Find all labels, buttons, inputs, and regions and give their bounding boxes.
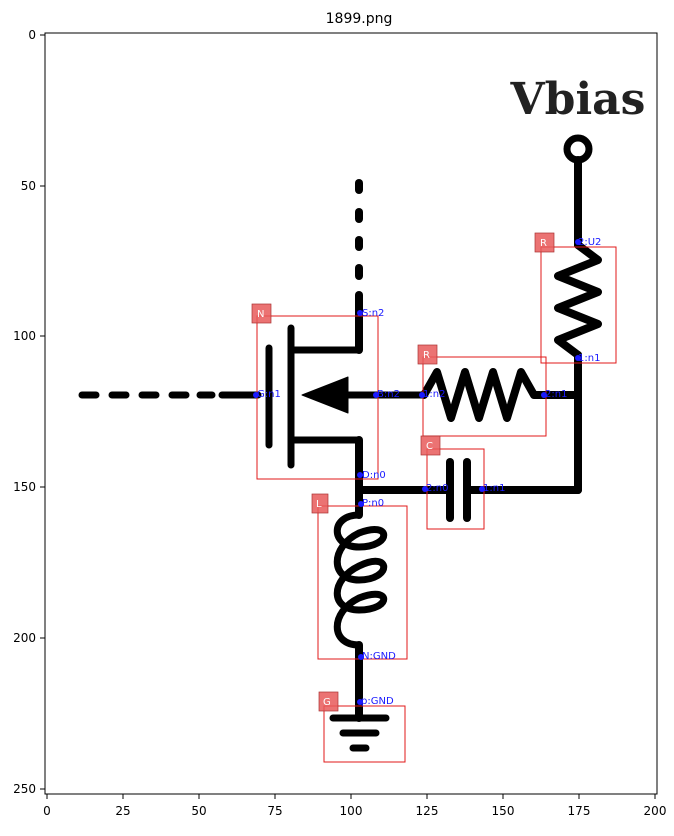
pin-label: B:n2 (377, 389, 400, 400)
pin-dot (541, 392, 547, 398)
pin-dot (357, 310, 363, 316)
x-tick-label: 75 (267, 804, 282, 818)
pin-label: p:GND (361, 696, 394, 707)
component-box: R 1:n2 2:n1 (417, 344, 567, 437)
class-label-box (417, 344, 438, 365)
pin-label: N:GND (362, 651, 396, 662)
figure-title: 1899.png (326, 11, 393, 27)
pin-label: 1:n1 (483, 483, 505, 494)
vbias-label: Vbias (510, 74, 646, 125)
pin-dot (357, 472, 363, 478)
x-tick-label: 0 (43, 804, 51, 818)
class-label: L (316, 499, 322, 510)
y-tick-label: 200 (13, 631, 36, 645)
resistor-horizontal (420, 368, 582, 422)
class-label: N (257, 309, 264, 320)
pin-label: 2:n1 (545, 389, 567, 400)
annotation-overlay: R 2:U2 1:n1 N S:n2 G:n1 B:n2 D:n0 R 1 (251, 232, 617, 763)
pin-label: 1:n1 (578, 353, 600, 364)
x-tick-label: 100 (340, 804, 363, 818)
x-tick-label: 125 (416, 804, 439, 818)
component-box: C 2:n0 1:n1 (420, 435, 505, 530)
x-tick-label: 50 (191, 804, 206, 818)
x-tick-label: 25 (115, 804, 130, 818)
schematic-drawing: Vbias (78, 74, 646, 752)
y-tick-label: 250 (13, 782, 36, 796)
pin-dot (419, 392, 425, 398)
resistor-vertical (554, 241, 602, 359)
pin-dot (575, 239, 581, 245)
nmos-transistor (265, 324, 428, 494)
pin-dot (357, 699, 363, 705)
y-tick-label: 50 (21, 179, 36, 193)
pin-dot (575, 355, 581, 361)
component-box: G p:GND (318, 691, 406, 763)
pin-label: G:n1 (257, 389, 281, 400)
class-label: C (426, 441, 433, 452)
plot-frame (44, 32, 658, 795)
class-label: R (423, 350, 430, 361)
y-tick-label: 100 (13, 329, 36, 343)
component-box: N S:n2 G:n1 B:n2 D:n0 (251, 303, 400, 481)
component-box: R 2:U2 1:n1 (534, 232, 617, 364)
pin-label: 1:n2 (423, 389, 445, 400)
capacitor (355, 458, 582, 522)
x-tick-label: 175 (568, 804, 591, 818)
y-tick-label: 150 (13, 480, 36, 494)
pin-dot (253, 392, 259, 398)
pin-label: P:n0 (362, 498, 384, 509)
pin-label: 2:n0 (426, 483, 448, 494)
class-label-box (318, 691, 339, 712)
class-label-box (251, 303, 272, 324)
pin-label: D:n0 (362, 470, 386, 481)
class-label-box (311, 493, 329, 514)
pin-dot (373, 392, 379, 398)
class-label-box (534, 232, 555, 253)
y-axis: 0 50 100 150 200 250 (13, 28, 45, 796)
ground-symbol (329, 714, 390, 752)
pin-label: 2:U2 (578, 237, 601, 248)
class-label: R (540, 238, 547, 249)
y-tick-label: 0 (28, 28, 36, 42)
pin-dot (422, 486, 428, 492)
class-label-box (420, 435, 441, 456)
pin-dot (479, 486, 485, 492)
x-tick-label: 200 (644, 804, 667, 818)
class-label: G (323, 697, 331, 708)
pin-dot (358, 501, 364, 507)
pin-label: S:n2 (362, 308, 384, 319)
x-tick-label: 150 (492, 804, 515, 818)
pin-dot (358, 654, 364, 660)
component-box: L P:n0 N:GND (311, 493, 408, 662)
x-axis: 0 25 50 75 100 125 150 175 200 (43, 794, 666, 818)
